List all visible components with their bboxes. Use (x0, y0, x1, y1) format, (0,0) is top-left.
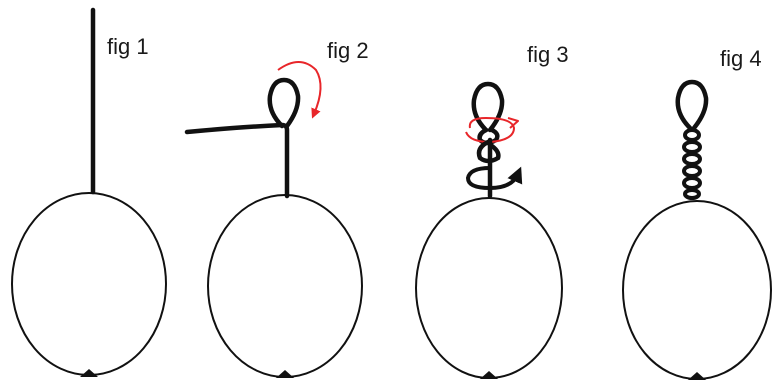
wrap-chain (682, 128, 702, 200)
figure-label-2: fig 2 (327, 38, 369, 63)
figure-3 (415, 81, 563, 379)
twist-direction-arrow (465, 116, 516, 144)
balloon-tie-knot (480, 371, 498, 379)
chain-link (682, 140, 702, 154)
balloon-tie-knot (276, 370, 294, 378)
chain-link (683, 128, 701, 142)
twist-arrow-head (507, 117, 519, 129)
balloon-body (11, 192, 167, 376)
figure-4 (622, 79, 772, 380)
tail-hook (465, 166, 523, 191)
balloon-body (415, 197, 563, 379)
balloon-neck-bent (184, 122, 290, 199)
figure-label-4: fig 4 (720, 46, 762, 71)
neck-loop (675, 79, 709, 131)
neck-loop (267, 77, 301, 129)
chain-link (682, 176, 702, 190)
chain-link (682, 152, 702, 166)
figure-2 (184, 61, 363, 378)
balloon-body (207, 194, 363, 378)
balloon-body (622, 200, 772, 380)
figure-1 (11, 7, 167, 377)
wrap-direction-arrow (277, 61, 322, 119)
neck-loop (471, 81, 505, 133)
balloon-tie-knot (80, 369, 98, 377)
chain-link (682, 164, 702, 178)
figure-label-3: fig 3 (527, 42, 569, 67)
figure-label-1: fig 1 (107, 34, 149, 59)
balloon-tie-knot (688, 372, 706, 380)
chain-link (683, 188, 701, 200)
